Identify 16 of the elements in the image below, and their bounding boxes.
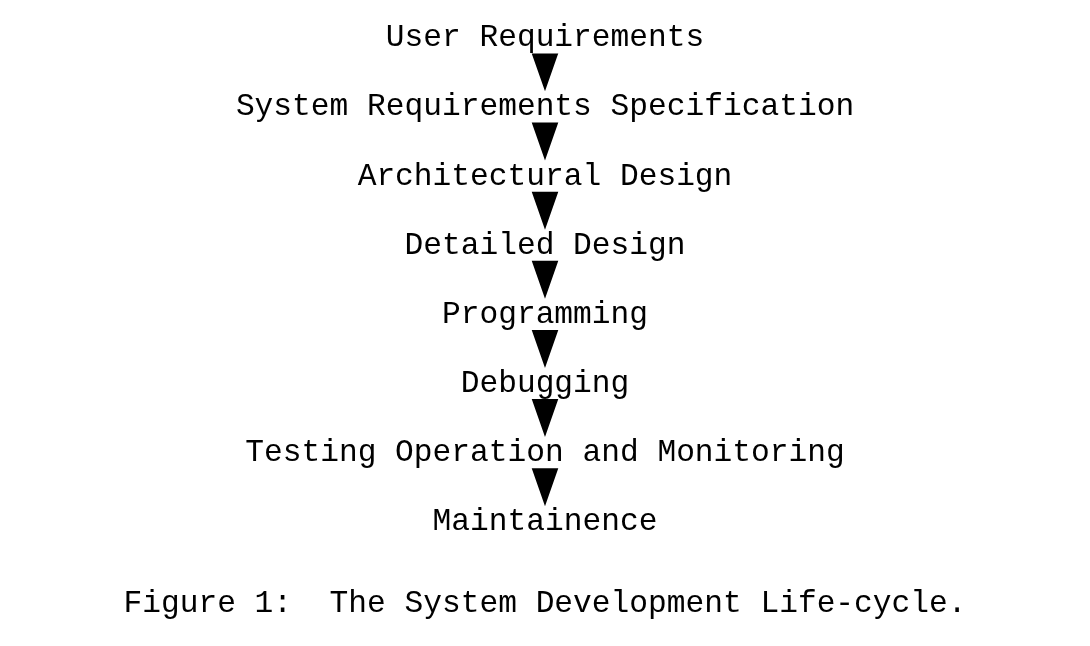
node-text: Testing Operation and Monitoring xyxy=(245,434,845,470)
arrow xyxy=(531,191,559,230)
arrow xyxy=(531,52,559,91)
node-text: Detailed Design xyxy=(404,227,686,263)
node-text: Debugging xyxy=(460,365,630,401)
caption: Figure 1: The System Development Life-cycle. xyxy=(123,585,967,621)
node-text: Programming xyxy=(441,296,649,332)
arrow xyxy=(531,122,559,160)
arrow xyxy=(531,329,559,368)
arrow xyxy=(531,260,559,299)
arrow xyxy=(531,398,559,437)
node-text: User Requirements xyxy=(385,19,705,55)
node-text: Architectural Design xyxy=(357,158,733,194)
arrow xyxy=(531,467,559,506)
node-text: Maintainence xyxy=(432,503,658,539)
node-text: System Requirements Specification xyxy=(235,88,855,124)
